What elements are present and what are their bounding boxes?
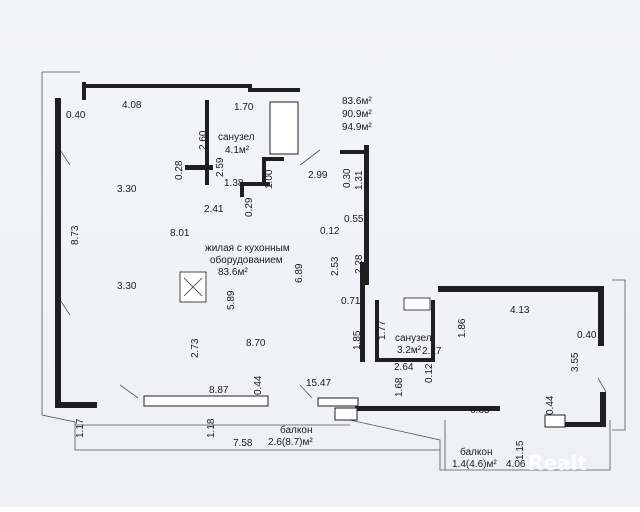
vertical-dimension-labels: 2.60 2.59 0.28 1.00 0.30 1.31 0.29 8.73 … [70, 130, 581, 460]
dimension-labels: 0.40 4.08 1.70 2.99 3.30 1.38 2.41 0.55 … [66, 100, 597, 470]
balcony-main-area: 2.6(8.7)м² [268, 437, 313, 448]
wall-segment [548, 422, 606, 427]
dim-label: 2.53 [330, 256, 341, 276]
dim-label: 2.99 [308, 170, 328, 181]
dim-label: 0.71 [341, 296, 361, 307]
dim-label: 5.89 [226, 290, 237, 310]
wall-segment [248, 88, 300, 92]
bathroom-main-name: санузел [218, 132, 255, 143]
dim-label: 6.89 [294, 263, 305, 283]
wall-segment [55, 98, 61, 408]
dim-label: 0.40 [577, 330, 597, 341]
dim-label: 8.73 [70, 225, 81, 245]
wall-segment [364, 145, 369, 285]
wall-segment [262, 157, 266, 185]
dim-label: 15.47 [306, 378, 331, 389]
dim-label: 0.29 [244, 197, 255, 217]
watermark: Realt [528, 451, 587, 475]
dim-label: 3.30 [117, 184, 137, 195]
dim-label: 0.40 [66, 110, 86, 121]
dim-label: 2.64 [394, 362, 414, 373]
dim-label: 2.73 [190, 338, 201, 358]
wall-segment [438, 286, 600, 292]
total-area: 90.9м² [342, 109, 372, 120]
bathroom-main-area: 4.1м² [225, 145, 250, 156]
wall-segment [544, 414, 566, 428]
wall-segment [600, 392, 606, 427]
dim-label: 8.87 [209, 385, 229, 396]
dim-label: 4.08 [122, 100, 142, 111]
living-area: 83.6м² [342, 96, 372, 107]
living-room-name-line2: оборудованием [210, 254, 283, 266]
bathroom-second-area: 3.2м² [397, 345, 422, 356]
dim-label: 7.58 [233, 438, 253, 449]
wall-segment [240, 182, 270, 186]
wall-segment [82, 82, 86, 100]
bathroom-second-name: санузел [395, 333, 432, 344]
dim-label: 0.44 [545, 395, 556, 415]
wall-segment [82, 84, 252, 88]
ventilation-shaft [403, 297, 431, 311]
dim-label: 0.44 [253, 375, 264, 395]
living-room-area: 83.6м² [218, 267, 248, 278]
wall-segment [55, 402, 97, 408]
dim-label: 0.12 [320, 226, 340, 237]
wall-segment [269, 101, 299, 155]
wall-segment [240, 182, 244, 197]
dim-label: 1.00 [264, 169, 275, 189]
wall-segment [262, 157, 284, 161]
wall-segment [205, 100, 209, 185]
wall-segment [375, 358, 435, 362]
balcony-small-name: балкон [460, 446, 492, 458]
dim-label: 1.77 [377, 320, 388, 340]
balcony-main-name: балкон [280, 424, 312, 436]
dim-label: 2.59 [215, 157, 226, 177]
dim-label: 1.18 [206, 418, 217, 438]
area-summary: 83.6м² 90.9м² 94.9м² [342, 96, 372, 133]
walls [55, 82, 606, 428]
dim-label: 2.28 [354, 254, 365, 274]
balcony-small-area: 1.4(4.6)м² [452, 459, 497, 470]
dim-label: 0.28 [174, 160, 185, 180]
dim-label: 1.17 [75, 418, 86, 438]
dim-label: 4.13 [510, 305, 530, 316]
dim-label: 0.55 [344, 214, 364, 225]
dim-label: 1.85 [352, 330, 363, 350]
dim-label: 4.06 [506, 459, 526, 470]
dim-label: 3.30 [117, 281, 137, 292]
wall-segment [185, 165, 213, 170]
dim-label: 0.12 [424, 363, 435, 383]
dim-label: 2.60 [198, 130, 209, 150]
dim-label: 6.63 [470, 405, 490, 416]
room-labels: санузел 4.1м² жилая с кухонным оборудова… [205, 132, 497, 470]
dim-label: 2.41 [204, 204, 224, 215]
total-area-with-balconies: 94.9м² [342, 122, 372, 133]
dim-label: 2.27 [422, 346, 442, 357]
wall-segment [355, 406, 500, 411]
wall-segment [334, 407, 358, 421]
window-segment [143, 395, 269, 407]
dim-label: 3.55 [570, 352, 581, 372]
window-segment [317, 397, 359, 407]
dim-label: 1.70 [234, 102, 254, 113]
wall-segment [375, 300, 379, 362]
outline-lines [41, 71, 626, 471]
dim-label: 0.30 [342, 168, 353, 188]
dim-label: 1.86 [457, 318, 468, 338]
dim-label: 8.01 [170, 228, 190, 239]
wall-segment [598, 286, 604, 346]
dim-label: 1.15 [515, 440, 526, 460]
wall-segment [340, 150, 368, 154]
ventilation-shaft-cross [183, 277, 203, 297]
wall-segment [431, 300, 435, 362]
dim-label: 1.31 [354, 170, 365, 190]
dim-label: 8.70 [246, 338, 266, 349]
dim-label: 1.38 [224, 178, 244, 189]
living-room-name-line1: жилая с кухонным [205, 243, 290, 254]
dim-label: 1.68 [394, 377, 405, 397]
wall-segment [360, 262, 365, 362]
